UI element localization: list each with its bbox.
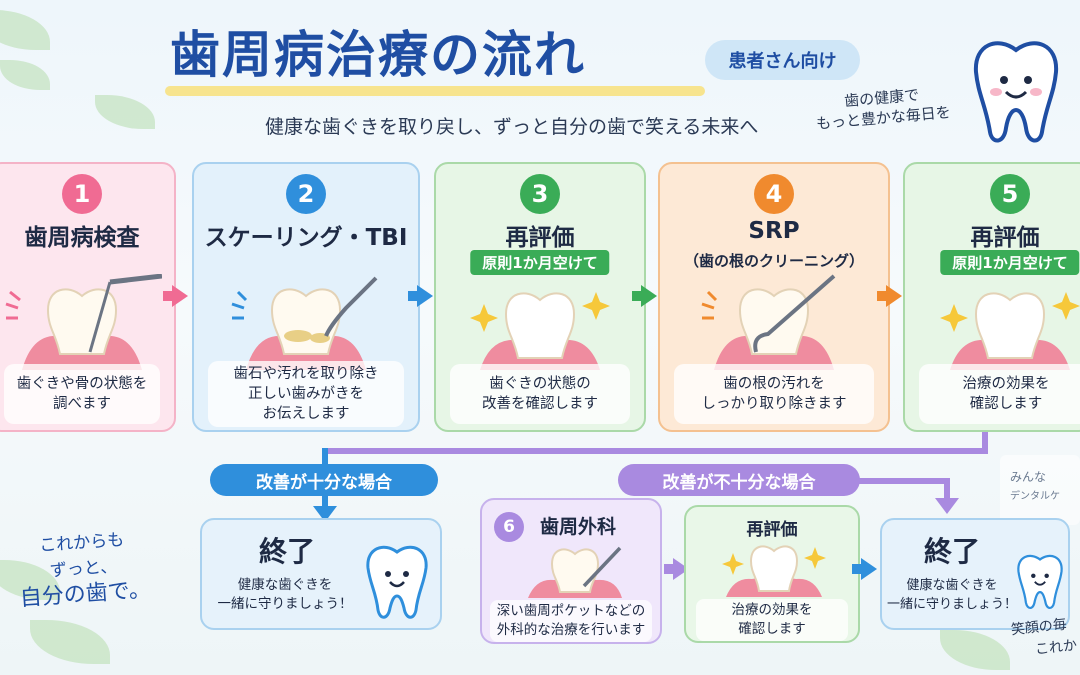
tooth-with-scaler-icon [231, 276, 378, 370]
page-subtitle: 健康な歯ぐきを取り戻し、ずっと自分の歯で笑える未来へ [265, 116, 759, 138]
surgery-box: 6 歯周外科 深い歯周ポケットなどの 外科的な治療を行います [480, 498, 662, 644]
tooth-surgery-icon [528, 546, 622, 598]
branch-connector [944, 478, 950, 500]
desc-line: 一緒に守りましょう！ [217, 596, 353, 612]
desc-line: 健康な歯ぐきを [906, 578, 998, 593]
branch-connector [982, 432, 988, 452]
branch-label-insufficient: 改善が不十分な場合 [618, 464, 860, 496]
reevaluation-title: 再評価 [746, 520, 798, 540]
desc-line: 一緒に守りましょう！ [886, 597, 1017, 612]
end-box-left: 終了 健康な歯ぐきを 一緒に守りましょう！ [200, 518, 442, 630]
step-number: 5 [990, 174, 1030, 214]
step-description: 治療の効果を 確認します [919, 364, 1080, 424]
surgery-title: 歯周外科 [540, 516, 617, 538]
desc-line: 深い歯周ポケットなどの [496, 603, 646, 619]
flow-arrow [408, 291, 418, 301]
step-card-1: 1 歯周病検査 歯ぐきや骨の状態を 調べます [0, 162, 176, 432]
flow-arrow [664, 564, 674, 574]
background-sign: みんな デンタルケ [1000, 455, 1080, 525]
desc-line: 歯石や汚れを取り除き [233, 366, 379, 382]
desc-line: しっかり取り除きます [701, 396, 847, 412]
sign-line: みんな [1010, 470, 1047, 484]
end-title: 終了 [258, 535, 315, 568]
note-left: これからも ずっと、 自分の歯で。 [15, 526, 152, 613]
branch-connector [322, 448, 988, 454]
healthy-tooth-sparkle-icon [940, 292, 1080, 370]
step-card-5: 5 再評価 原則1か月空けて 治療の効果を 確認します [903, 162, 1080, 432]
leaf-decoration [0, 60, 50, 90]
step-number: 1 [62, 174, 102, 214]
leaf-decoration [940, 630, 1010, 670]
leaf-decoration [30, 620, 110, 664]
step-interval-label: 原則1か月空けて [470, 250, 610, 275]
flow-arrow [877, 291, 887, 301]
branch-label-sufficient: 改善が十分な場合 [210, 464, 438, 496]
page-title: 歯周病治療の流れ [170, 26, 586, 84]
step-description: 歯の根の汚れを しっかり取り除きます [674, 364, 874, 424]
surgery-description: 深い歯周ポケットなどの 外科的な治療を行います [490, 600, 652, 642]
end-title: 終了 [923, 535, 980, 568]
note-right: 歯の健康で もっと豊かな毎日を [814, 82, 952, 134]
step-description: 歯石や汚れを取り除き 正しい歯みがきを お伝えします [208, 361, 404, 427]
tooth-with-probe-icon [5, 274, 162, 370]
title-underline [165, 86, 705, 96]
desc-line: 治療の効果を [962, 376, 1050, 392]
step-title: 再評価 [970, 225, 1040, 251]
leaf-decoration [0, 10, 50, 50]
end-description: 健康な歯ぐきを 一緒に守りましょう！ [210, 576, 360, 614]
flow-arrow [172, 285, 188, 307]
step-number: 6 [494, 512, 524, 542]
desc-line: お伝えします [262, 406, 350, 422]
reevaluation-box: 再評価 治療の効果を 確認します [684, 505, 860, 643]
desc-line: 健康な歯ぐきを [237, 577, 333, 593]
desc-line: 治療の効果を [731, 602, 813, 618]
step-number: 3 [520, 174, 560, 214]
step-card-3: 3 再評価 原則1か月空けて 歯ぐきの状態の 改善を確認します [434, 162, 646, 432]
desc-line: 確認します [969, 396, 1043, 412]
step-title: 歯周病検査 [24, 225, 140, 251]
step-sublabel: （歯の根のクリーニング） [683, 252, 864, 270]
step-description: 歯ぐきや骨の状態を 調べます [4, 364, 160, 424]
sign-line: デンタルケ [1010, 491, 1060, 502]
desc-line: 外科的な治療を行います [496, 622, 646, 638]
audience-badge: 患者さん向け [705, 40, 860, 80]
step-number: 4 [754, 174, 794, 214]
step-description: 歯ぐきの状態の 改善を確認します [450, 364, 630, 424]
flow-arrow [417, 285, 433, 307]
end-box-right: 終了 健康な歯ぐきを 一緒に守りましょう！ [880, 518, 1070, 630]
flow-arrow [861, 558, 877, 580]
flow-arrow [632, 291, 642, 301]
step-number: 2 [286, 174, 326, 214]
desc-line: 改善を確認します [482, 396, 598, 412]
step-title: 再評価 [505, 225, 575, 251]
step-interval-label: 原則1か月空けて [940, 250, 1080, 275]
flow-arrow [886, 285, 902, 307]
note-bottom-right: 笑顔の毎 これか [1010, 613, 1078, 663]
desc-line: 確認します [738, 621, 806, 637]
desc-line: 歯ぐきや骨の状態を [16, 376, 148, 392]
healthy-tooth-sparkle-icon [722, 545, 826, 597]
smiling-tooth-icon [1017, 554, 1063, 610]
healthy-tooth-sparkle-icon [470, 292, 610, 370]
desc-line: 調べます [53, 396, 111, 412]
flow-arrow [852, 564, 862, 574]
smiling-tooth-mascot-icon [973, 41, 1059, 143]
tooth-root-cleaning-icon [701, 274, 836, 370]
step-card-4: 4 SRP （歯の根のクリーニング） 歯の根の汚れを しっかり取り除きます [658, 162, 890, 432]
smiling-tooth-icon [366, 545, 428, 619]
desc-line: 歯の根の汚れを [723, 376, 825, 392]
flow-arrow [163, 291, 173, 301]
end-description: 健康な歯ぐきを 一緒に守りましょう！ [884, 576, 1020, 614]
desc-line: 正しい歯みがきを [248, 386, 364, 402]
leaf-decoration [95, 95, 155, 129]
step-card-2: 2 スケーリング・TBI 歯石や汚れを取り除き 正しい歯みがきを お伝えします [192, 162, 420, 432]
branch-arrow [935, 498, 959, 514]
flow-arrow [641, 285, 657, 307]
reevaluation-description: 治療の効果を 確認します [696, 599, 848, 641]
desc-line: 歯ぐきの状態の [489, 376, 591, 392]
step-title: SRP [748, 218, 800, 244]
step-title: スケーリング・TBI [204, 225, 408, 251]
